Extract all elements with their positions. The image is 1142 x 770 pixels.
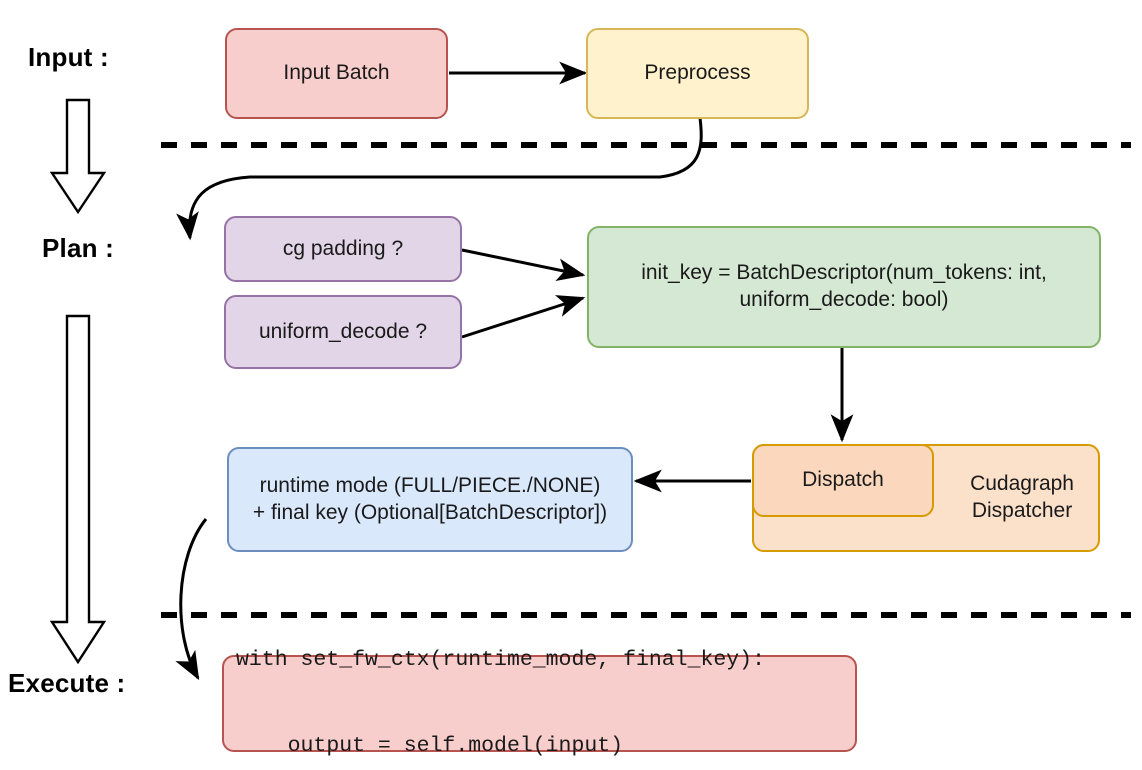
node-runtime-mode-line1: runtime mode (FULL/PIECE./NONE) <box>259 473 601 497</box>
node-execute-code[interactable]: with set_fw_ctx(runtime_mode, final_key)… <box>222 648 857 758</box>
cg-padding-to-init-key <box>461 248 586 281</box>
node-cg-padding-label: cg padding ? <box>282 236 404 260</box>
node-dispatch-label: Dispatch <box>802 468 884 492</box>
node-runtime-mode-line2: + final key (Optional[BatchDescriptor]) <box>252 500 608 524</box>
node-uniform-decode[interactable]: uniform_decode ? <box>224 295 462 369</box>
node-preprocess-label: Preprocess <box>644 61 751 85</box>
node-input-batch-label: Input Batch <box>283 61 390 85</box>
runtime-mode-to-execute-code <box>175 518 208 681</box>
node-init-key-line2: uniform_decode: bool) <box>739 288 949 311</box>
plan-to-execute-flow-arrow <box>49 314 107 665</box>
node-dispatch[interactable]: Dispatch <box>752 444 934 517</box>
stage-label-input: Input : <box>28 42 109 72</box>
node-preprocess[interactable]: Preprocess <box>586 28 809 119</box>
input-to-plan-flow-arrow <box>49 98 107 215</box>
node-runtime-mode[interactable]: runtime mode (FULL/PIECE./NONE) + final … <box>227 447 633 552</box>
node-execute-code-line2: output = self.model(input) <box>236 734 624 759</box>
stage-label-plan: Plan : <box>42 233 114 263</box>
stage-label-execute: Execute : <box>8 668 126 698</box>
node-input-batch[interactable]: Input Batch <box>225 28 448 119</box>
node-uniform-decode-label: uniform_decode ? <box>258 319 428 343</box>
node-execute-code-line1: with set_fw_ctx(runtime_mode, final_key)… <box>236 648 765 673</box>
node-cudagraph-dispatcher-line1: Cudagraph <box>970 472 1074 496</box>
uniform-decode-to-init-key <box>461 295 586 339</box>
node-cudagraph-dispatcher-line2: Dispatcher <box>971 499 1073 522</box>
node-cg-padding[interactable]: cg padding ? <box>224 216 462 282</box>
node-init-key[interactable]: init_key = BatchDescriptor(num_tokens: i… <box>587 226 1101 348</box>
node-init-key-line1: init_key = BatchDescriptor(num_tokens: i… <box>641 261 1047 285</box>
